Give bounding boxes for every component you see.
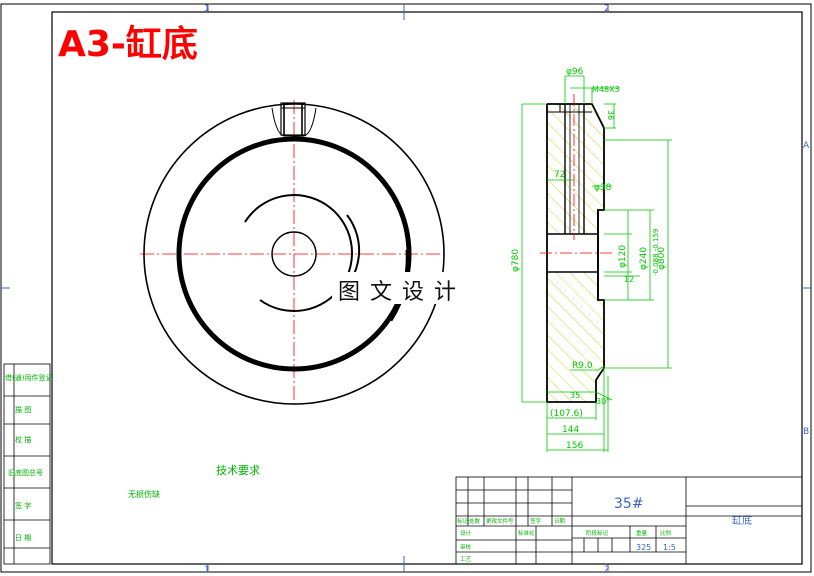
zone-ticks (1, 4, 811, 572)
title-block-small-labels: 标记 处数 更改文件号 签字 日期 设计 标准化 阶段标记 重量 比例 审核 工… (457, 517, 672, 563)
zone-marker-b: B (803, 427, 809, 437)
tb-label-standard: 标准化 (518, 529, 535, 537)
tb-label-count: 处数 (469, 517, 481, 525)
dim-phi240: φ240 (639, 247, 649, 270)
stamp-label-5: 日 期 (15, 534, 31, 542)
dim-phi96: φ96 (566, 67, 584, 77)
tb-label-design: 设计 (460, 529, 472, 537)
front-view (140, 100, 448, 408)
stamp-label-0: 借(通)用件登记 (5, 373, 52, 382)
zone-marker-1-top: 1 (204, 4, 210, 14)
tech-requirements-item: 无损伤缺 (128, 489, 160, 499)
dim-phi38: φ38 (594, 183, 612, 193)
watermark-text: 图文设计 (338, 280, 467, 305)
section-view (540, 94, 612, 403)
middle-arc (244, 194, 353, 312)
dim-phi120: φ120 (618, 245, 628, 268)
title-block-scale: 1:5 (663, 543, 676, 552)
tb-label-scale: 比例 (660, 529, 672, 537)
title-block-material: 35# (614, 496, 644, 512)
tb-label-review: 审核 (460, 543, 472, 551)
dim-35: 35 (570, 391, 580, 400)
dim-72: 72 (554, 170, 565, 180)
tech-requirements-heading: 技术要求 (216, 464, 260, 477)
zone-marker-1-bottom: 1 (204, 565, 210, 575)
zone-marker-a: A (803, 141, 810, 151)
zone-marker-2-top: 2 (604, 4, 610, 14)
tb-label-process: 工艺 (460, 556, 472, 563)
dim-144: 144 (562, 425, 579, 435)
dim-36: 36 (606, 110, 615, 120)
dimension-labels: φ96 M48X3 36 72 φ38 φ780 φ120 φ240 φ800 … (511, 67, 667, 451)
tb-label-mark: 标记 (457, 517, 469, 525)
title-block (455, 476, 803, 565)
tb-label-weight: 重量 (636, 529, 648, 537)
dim-phi780: φ780 (511, 249, 521, 272)
stamp-label-1: 描 图 (15, 405, 31, 414)
tb-label-change-doc: 更改文件号 (486, 517, 514, 525)
dim-12: 12 (624, 275, 634, 284)
stamp-label-4: 签 字 (15, 501, 31, 510)
tb-label-stage: 阶段标记 (586, 529, 609, 537)
zone-marker-2-bottom: 2 (604, 565, 610, 575)
outer-circle (143, 103, 445, 405)
side-stamp-labels: 借(通)用件登记 描 图 校 描 旧底图总号 签 字 日 期 (5, 373, 52, 542)
section-hatch-lower (547, 272, 604, 402)
title-block-weight: 325 (636, 543, 651, 552)
dimension-lines (521, 75, 672, 452)
drawing-title: A3-缸底 (58, 23, 198, 65)
port-bore (280, 102, 306, 136)
tb-label-date: 日期 (554, 518, 566, 525)
section-outline (546, 103, 605, 403)
stamp-label-2: 校 描 (15, 435, 31, 444)
stamp-label-3: 旧底图总号 (8, 468, 43, 477)
hub-circle (271, 231, 317, 277)
dim-156: 156 (566, 441, 583, 451)
section-hatch-upper (547, 104, 604, 234)
port-boss-outline (271, 107, 317, 137)
dim-30deg: 30° (596, 397, 610, 406)
dim-phi800: φ800 (657, 247, 667, 270)
dim-phi800-tolerance: -0.088 -0.159 (652, 229, 660, 276)
tb-label-sign: 签字 (530, 517, 542, 525)
dim-107: (107.6) (550, 409, 583, 419)
side-stamp-column (3, 363, 51, 565)
title-block-part-name: 缸底 (732, 514, 752, 527)
dim-m48: M48X3 (592, 85, 620, 94)
dim-r9: R9.0 (572, 361, 593, 371)
watermark-background (332, 272, 480, 304)
